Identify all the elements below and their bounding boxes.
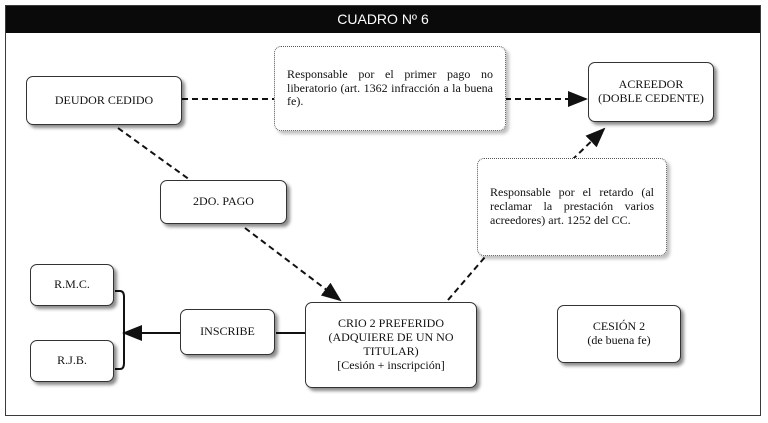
inscribe-label: INSCRIBE <box>200 324 255 339</box>
acreedor-sublabel: (DOBLE CEDENTE) <box>598 91 704 105</box>
acreedor-label: ACREEDOR <box>618 77 684 92</box>
deudor-cedido-box: DEUDOR CEDIDO <box>26 76 182 125</box>
rjb-box: R.J.B. <box>30 340 114 382</box>
connector-deudor-to-pago <box>117 127 191 181</box>
segundo-pago-label: 2DO. PAGO <box>193 194 254 209</box>
retardo-text: Responsable por el retardo (al reclamar … <box>490 185 654 227</box>
cesion-sublabel: (de buena fe) <box>587 333 651 347</box>
retardo-note: Responsable por el retardo (al reclamar … <box>477 158 667 256</box>
segundo-pago-box: 2DO. PAGO <box>160 180 287 224</box>
arrow-pago-to-crio <box>244 227 342 302</box>
deudor-cedido-label: DEUDOR CEDIDO <box>54 92 154 107</box>
rmc-label: R.M.C. <box>54 277 90 292</box>
crio-label: CRIO 2 PREFERIDO <box>337 316 444 331</box>
crio-detail: [Cesión + inscripción] <box>337 357 445 372</box>
inscribe-box: INSCRIBE <box>180 309 275 355</box>
primer-pago-note: Responsable por el primer pago no libera… <box>274 46 506 131</box>
rmc-box: R.M.C. <box>30 264 114 306</box>
registry-bracket <box>115 290 125 370</box>
cesion-box: CESIÓN 2 (de buena fe) <box>557 305 681 363</box>
rjb-label: R.J.B. <box>57 353 87 368</box>
primer-pago-text: Responsable por el primer pago no libera… <box>287 66 493 109</box>
cesion-label: CESIÓN 2 <box>592 319 646 334</box>
crio-preferido-box: CRIO 2 PREFERIDO (ADQUIERE DE UN NO TITU… <box>305 302 477 388</box>
crio-sublabel: (ADQUIERE DE UN NO TITULAR) <box>328 330 454 358</box>
diagram-title: CUADRO Nº 6 <box>6 6 760 33</box>
arrow-note-to-acreedor-2 <box>571 127 606 161</box>
connector-crio-to-note <box>447 256 486 301</box>
acreedor-box: ACREEDOR (DOBLE CEDENTE) <box>588 62 714 122</box>
